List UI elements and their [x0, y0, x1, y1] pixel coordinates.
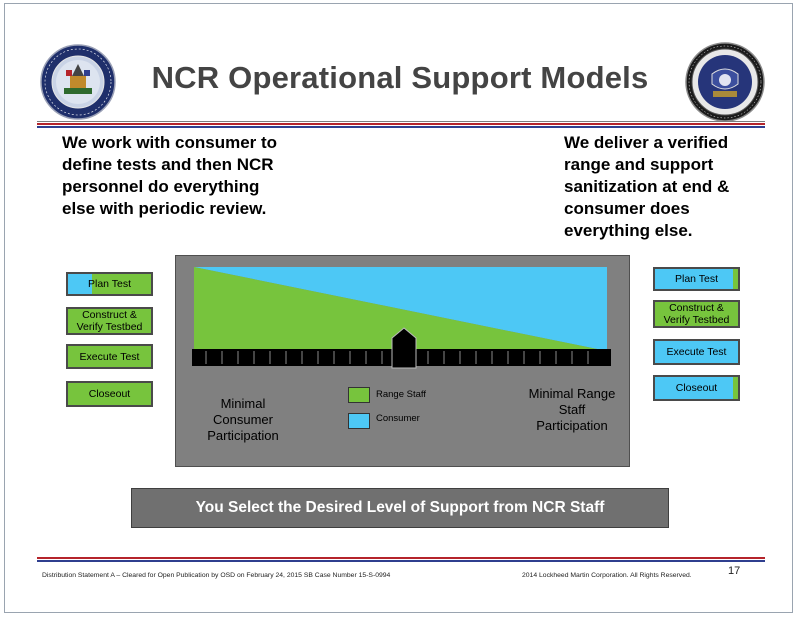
right-step-construct-verify: Construct & Verify Testbed: [653, 300, 740, 328]
legend-label-consumer: Consumer: [376, 413, 420, 424]
right-step-label: Plan Test: [675, 273, 718, 285]
right-step-label: Closeout: [675, 382, 718, 394]
support-level-diagram: Minimal Consumer Participation Minimal R…: [175, 255, 630, 467]
right-participation-label: Minimal Range Staff Participation: [528, 386, 616, 433]
ncr-seal-icon: [685, 42, 765, 122]
footer-rule-red: [37, 557, 765, 559]
slide-title: NCR Operational Support Models: [151, 60, 649, 95]
legend-label-range-staff: Range Staff: [376, 389, 427, 400]
left-step-label: Plan Test: [88, 278, 131, 290]
left-step-closeout: Closeout: [66, 381, 153, 407]
range-staff-area: [194, 267, 607, 351]
page-number: 17: [728, 565, 741, 577]
left-step-label: Construct & Verify Testbed: [76, 309, 143, 333]
header-rule-gray: [37, 121, 765, 122]
right-step-closeout: Closeout: [653, 375, 740, 401]
footer-distribution-statement: Distribution Statement A – Cleared for O…: [42, 572, 391, 579]
slider-knob-icon: [391, 327, 417, 369]
left-step-plan-test: Plan Test: [66, 272, 153, 296]
header-rule-red: [37, 123, 765, 125]
right-step-fill: [733, 377, 738, 399]
left-step-execute-test: Execute Test: [66, 344, 153, 369]
right-step-fill: [733, 269, 738, 289]
footer-rule-blue: [37, 560, 765, 562]
left-participation-label: Minimal Consumer Participation: [207, 396, 279, 443]
left-step-label: Execute Test: [79, 350, 140, 363]
support-level-banner: You Select the Desired Level of Support …: [131, 488, 669, 528]
left-step-fill: [68, 274, 92, 294]
right-step-plan-test: Plan Test: [653, 267, 740, 291]
left-step-label: Closeout: [88, 388, 131, 400]
legend-swatch-consumer: [348, 413, 370, 429]
right-step-label: Construct & Verify Testbed: [663, 302, 730, 326]
footer-copyright: 2014 Lockheed Martin Corporation. All Ri…: [522, 572, 692, 579]
trmc-seal-icon: [40, 44, 116, 120]
legend-swatch-range-staff: [348, 387, 370, 403]
right-step-label: Execute Test: [666, 346, 727, 358]
right-description: We deliver a verified range and support …: [564, 133, 730, 240]
left-step-construct-verify: Construct & Verify Testbed: [66, 307, 153, 335]
right-step-execute-test: Execute Test: [653, 339, 740, 365]
header-rule-blue: [37, 126, 765, 128]
left-description: We work with consumer to define tests an…: [62, 133, 278, 218]
